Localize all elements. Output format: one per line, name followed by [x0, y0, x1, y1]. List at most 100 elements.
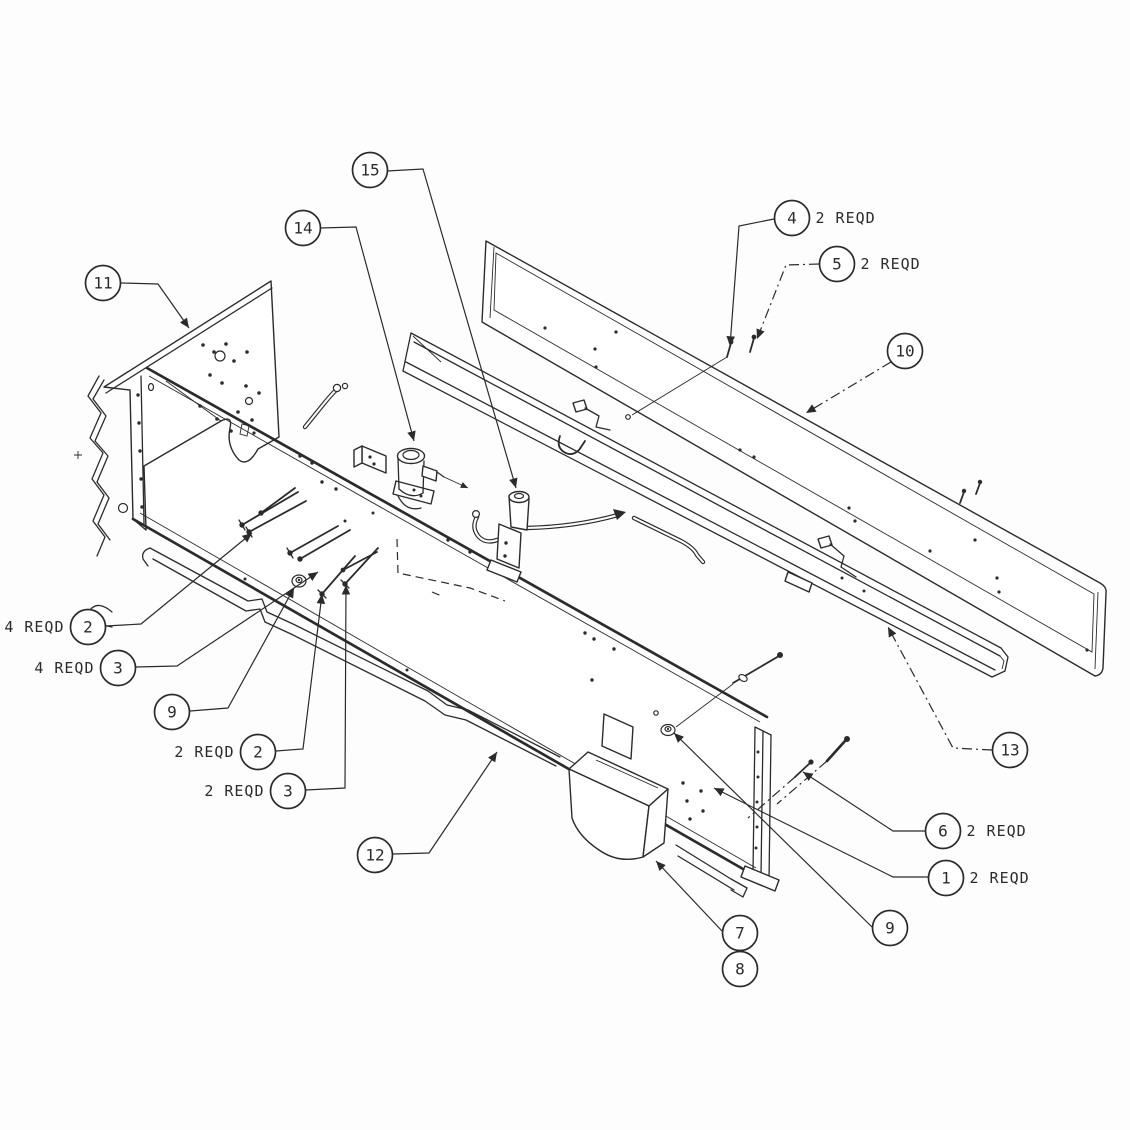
- leader-line: [655, 860, 723, 932]
- leader-line: [105, 532, 253, 627]
- balloon-3[interactable]: [269, 772, 307, 810]
- screw-icon: [975, 479, 983, 495]
- callout-part-8: 8: [721, 950, 759, 988]
- callout-part-3: 3 4 REQD: [34, 571, 319, 687]
- leader-line: [386, 168, 518, 489]
- balloon-number: 9: [167, 703, 177, 722]
- callout-part-7: 7: [655, 860, 759, 952]
- flow-arrow: [613, 509, 626, 520]
- balloon-5[interactable]: [818, 245, 856, 283]
- balloon-number: 2: [83, 618, 93, 637]
- callout-part-1: 1 2 REQD: [713, 787, 1030, 897]
- valve-assembly: [353, 445, 469, 510]
- tube-bracket: [784, 571, 813, 593]
- leader-line: [189, 587, 295, 712]
- hardware-right: [653, 652, 850, 819]
- qty-note: 4 REQD: [34, 659, 94, 677]
- balloon-9[interactable]: [871, 909, 909, 947]
- balloon-number: 2: [253, 743, 263, 762]
- qty-note: 2 REQD: [970, 869, 1030, 887]
- qty-note: 2 REQD: [204, 782, 264, 800]
- callout-part-12: 12: [356, 751, 498, 874]
- washer-bushing: [660, 723, 676, 737]
- callout-part-14: 14: [284, 209, 416, 442]
- opening-cutout: [601, 713, 634, 760]
- leader-line: [756, 263, 820, 340]
- balloon-9[interactable]: [153, 693, 191, 731]
- screw-icon: [825, 736, 850, 763]
- screw-icon: [749, 334, 757, 353]
- balloon-8[interactable]: [721, 950, 759, 988]
- leader-line: [805, 361, 892, 414]
- screw-icon: [258, 487, 296, 516]
- qty-note: 2 REQD: [174, 743, 234, 761]
- leader-line: [305, 584, 351, 791]
- screw-icon: [959, 488, 967, 504]
- callout-part-9: 9: [673, 732, 909, 947]
- callout-part-10: 10: [805, 332, 924, 414]
- balloon-number: 14: [293, 219, 312, 238]
- leader-line: [135, 571, 319, 668]
- retainer-clip-right: [817, 535, 857, 578]
- balloon-number: 1: [941, 869, 951, 888]
- hidden-line-path: [396, 538, 506, 602]
- balloon-2[interactable]: [69, 608, 107, 646]
- solenoid-valve: [472, 490, 530, 583]
- balloon-6[interactable]: [924, 812, 962, 850]
- balloon-14[interactable]: [284, 209, 322, 247]
- leader-line: [275, 593, 326, 752]
- screw-icon: [340, 551, 378, 573]
- balloon-1[interactable]: [927, 859, 965, 897]
- balloon-15[interactable]: [351, 151, 389, 189]
- balloon-number: 4: [787, 209, 797, 228]
- retainer-clip-left: [572, 399, 611, 431]
- leader-line: [673, 732, 873, 928]
- balloon-2[interactable]: [239, 733, 277, 771]
- leader-line: [713, 787, 928, 878]
- balloon-number: 3: [113, 659, 123, 678]
- floor-panel: [133, 368, 767, 879]
- balloon-13[interactable]: [991, 731, 1029, 769]
- balloon-10[interactable]: [886, 332, 924, 370]
- balloon-number: 3: [283, 782, 293, 801]
- balloon-number: 7: [735, 924, 745, 943]
- callout-part-15: 15: [351, 151, 518, 489]
- leader-line: [319, 226, 416, 442]
- callout-part-4: 4 2 REQD: [726, 199, 876, 347]
- top-outer-panel: [481, 240, 1107, 677]
- callout-part-9: 9: [153, 587, 295, 731]
- balloon-number: 10: [895, 342, 914, 361]
- balloon-11[interactable]: [84, 264, 122, 302]
- leader-line: [726, 218, 775, 347]
- balloon-number: 11: [93, 274, 112, 293]
- tubing: [302, 382, 857, 593]
- screw-icon: [238, 491, 299, 531]
- bottom-edge-strip: [142, 547, 748, 898]
- balloon-number: 8: [735, 960, 745, 979]
- tube-fitting-nut: [332, 383, 342, 393]
- balloon-4[interactable]: [773, 199, 811, 237]
- balloon-number: 15: [360, 161, 379, 180]
- balloon-12[interactable]: [356, 836, 394, 874]
- qty-note: 4 REQD: [4, 618, 64, 636]
- balloon-3[interactable]: [99, 649, 137, 687]
- balloon-7[interactable]: [721, 914, 759, 952]
- wire-hook: [557, 435, 586, 455]
- left-end-trim: [87, 375, 129, 628]
- balloon-number: 6: [938, 822, 948, 841]
- leader-line: [120, 282, 190, 329]
- qty-note: 2 REQD: [816, 209, 876, 227]
- screw-icon: [297, 529, 351, 562]
- long-screw-icon: [732, 652, 783, 684]
- qty-note: 2 REQD: [861, 255, 921, 273]
- callout-part-13: 13: [887, 626, 1029, 769]
- leader-line: [392, 751, 498, 855]
- balloon-number: 9: [885, 919, 895, 938]
- top-cap-rail: [402, 332, 1009, 678]
- callout-part-2: 2 4 REQD: [4, 532, 253, 646]
- balloon-number: 12: [365, 846, 384, 865]
